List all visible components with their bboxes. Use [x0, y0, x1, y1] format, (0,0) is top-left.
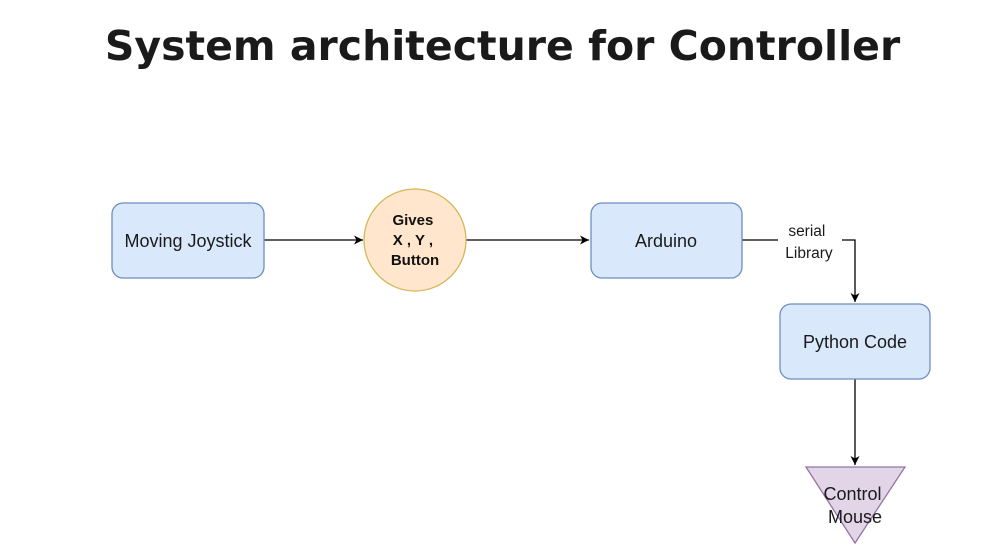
- node-gives-label: Gives X , Y , Button: [391, 212, 439, 269]
- node-gives-line-2: X , Y ,: [393, 232, 433, 249]
- node-arduino: [590, 202, 743, 279]
- node-control-mouse-triangle: [804, 466, 907, 545]
- node-python-code-label: Python Code: [803, 332, 907, 352]
- node-gives-line-1: Gives: [392, 212, 433, 229]
- node-arduino-label: Arduino: [635, 231, 697, 251]
- node-control-mouse-label: Control Mouse: [823, 484, 886, 527]
- node-control-mouse-line-1: Control: [823, 484, 881, 504]
- page-title: System architecture for Controller: [104, 22, 901, 70]
- node-moving-joystick-label: Moving Joystick: [124, 231, 252, 251]
- edge-label-line-1: serial: [788, 223, 825, 240]
- node-control-mouse-line-2: Mouse: [828, 507, 882, 527]
- edge-label-line-2: Library: [785, 245, 833, 262]
- edge-label-background: [778, 220, 842, 262]
- node-gives-line-3: Button: [391, 252, 439, 269]
- node-python-code: [779, 303, 931, 380]
- node-moving-joystick: [111, 202, 265, 279]
- node-gives-circle: [363, 188, 467, 292]
- edge-label-serial-library: serial Library: [785, 223, 833, 262]
